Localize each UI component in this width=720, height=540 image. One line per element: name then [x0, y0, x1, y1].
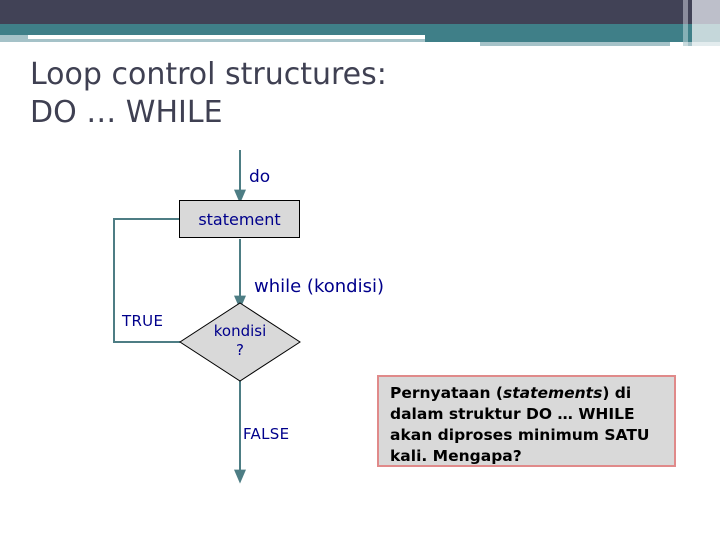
header-band-dark	[0, 0, 683, 24]
header-vertical-strip-1	[683, 0, 688, 24]
header-band-light-right	[425, 42, 670, 46]
header-decoration-band	[0, 0, 720, 46]
flowchart-node-statement: statement	[179, 200, 300, 238]
statement-node-label: statement	[198, 209, 281, 229]
page-title: Loop control structures: DO … WHILE	[30, 56, 590, 132]
edge-label-true: TRUE	[122, 312, 164, 330]
decision-node-label: kondisi ?	[180, 322, 300, 360]
edge-label-false: FALSE	[243, 425, 290, 443]
decision-node-label-line-1: kondisi	[213, 322, 267, 340]
decision-diamond-shape	[179, 302, 301, 382]
edge-label-while: while (kondisi)	[254, 276, 384, 297]
decision-node-label-line-2: ?	[236, 341, 244, 359]
edge-label-do: do	[249, 167, 271, 187]
header-vertical-strip-5	[688, 24, 692, 42]
callout-text-part-2: ) di dalam struktur DO … WHILE akan dipr…	[390, 384, 650, 465]
header-vertical-strip-9	[692, 42, 720, 46]
callout-note-box: Pernyataan (statements) di dalam struktu…	[377, 375, 676, 467]
header-vertical-strip-2	[688, 0, 692, 24]
callout-note-text: Pernyataan (statements) di dalam struktu…	[390, 383, 665, 467]
header-vertical-strip-8	[688, 42, 692, 46]
page-title-line-2: DO … WHILE	[30, 95, 223, 130]
header-band-white-gap-1	[28, 35, 425, 39]
callout-text-italic: statements	[502, 384, 603, 402]
connector-true-loopback	[113, 213, 204, 343]
header-band-white-gap-2	[28, 42, 480, 46]
header-vertical-strip-6	[692, 24, 720, 42]
header-band-teal-left	[0, 24, 425, 35]
header-vertical-strip-3	[692, 0, 720, 24]
header-vertical-strip-4	[683, 24, 688, 42]
page-title-line-1: Loop control structures:	[30, 57, 387, 92]
callout-text-part-1: Pernyataan (	[390, 384, 503, 402]
header-band-teal-right	[425, 24, 683, 42]
header-vertical-strip-7	[683, 42, 688, 46]
